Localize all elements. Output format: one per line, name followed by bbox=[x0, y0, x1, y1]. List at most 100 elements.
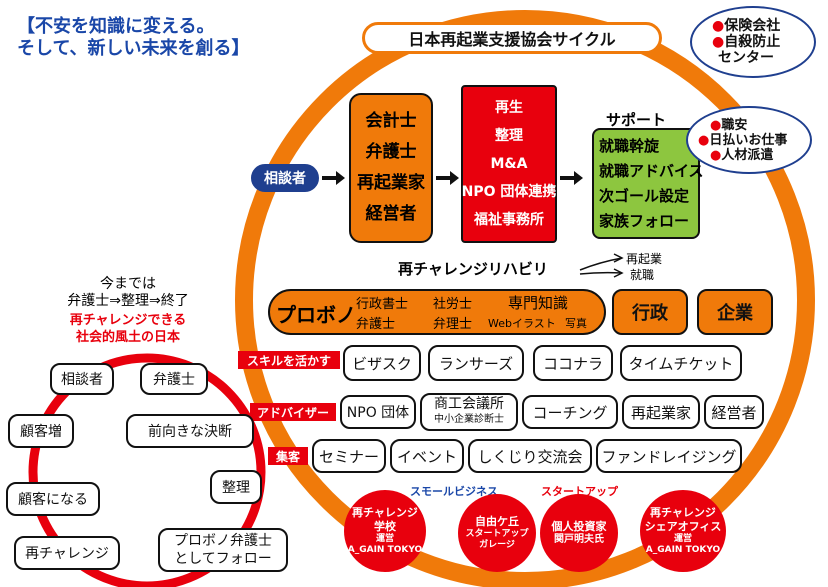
circle-line: 運営 bbox=[673, 533, 692, 544]
angel-investor-circle: 個人投資家 関戸明夫氏 bbox=[540, 494, 618, 572]
shukyaku-fundraising: ファンドレイジング bbox=[596, 439, 742, 473]
left-text-line2: 弁護士⇒整理⇒終了 bbox=[67, 293, 189, 309]
service-item: M&A bbox=[490, 156, 528, 172]
skill-visasq: ビザスク bbox=[343, 345, 421, 381]
support-item: 就職アドバイス bbox=[599, 161, 704, 180]
circle-line: シェアオフィス bbox=[644, 519, 722, 533]
circle-line: 自由ケ丘 bbox=[475, 514, 519, 528]
service-item: 福祉事務所 bbox=[474, 212, 544, 228]
advisor-label: アドバイザー bbox=[250, 403, 336, 421]
left-cycle-probono-line1: プロボノ弁護士 bbox=[174, 533, 272, 549]
shukyaku-event: イベント bbox=[390, 439, 464, 473]
advisor-npo: NPO 団体 bbox=[340, 395, 416, 429]
probono-pill: プロボノ 行政書士 社労士 専門知識 弁護士 弁理士 Webイラスト 写真 bbox=[268, 289, 606, 335]
ellipse-item: センター bbox=[718, 50, 774, 66]
support-column: 就職幹旋 就職アドバイス 次ゴール設定 家族フォロー bbox=[592, 128, 704, 239]
left-cycle-become-customer: 顧客になる bbox=[6, 482, 100, 516]
shukyaku-seminar: セミナー bbox=[312, 439, 386, 473]
cycle-title: 日本再起業支援協会サイクル bbox=[362, 22, 662, 54]
skill-coconala: ココナラ bbox=[533, 345, 613, 381]
rechallenge-out1: 再起業 bbox=[626, 252, 663, 266]
circle-line: 再チャレンジ bbox=[650, 506, 716, 519]
jobs-item: ●人材派遣 bbox=[710, 147, 774, 163]
probono-item: 弁護士 bbox=[356, 317, 396, 332]
advisor-reentrepreneur: 再起業家 bbox=[622, 395, 700, 429]
headline: 【不安を知識に変える。 そして、新しい未来を創る】 bbox=[17, 16, 250, 60]
main-cycle-ring bbox=[235, 10, 815, 587]
support-item: 次ゴール設定 bbox=[599, 186, 690, 205]
circle-line: スタートアップ bbox=[465, 528, 529, 539]
probono-item: 弁理士 bbox=[433, 317, 473, 332]
left-text-line4: 社会的風土の日本 bbox=[75, 330, 180, 345]
left-cycle-lawyer: 弁護士 bbox=[140, 363, 208, 395]
professional-item: 経営者 bbox=[365, 204, 417, 224]
advisor-executive: 経営者 bbox=[704, 395, 764, 429]
kigyo-box: 企業 bbox=[697, 289, 773, 335]
jobs-item: ●日払いお仕事 bbox=[698, 132, 788, 148]
jobs-item: ●職安 bbox=[710, 117, 748, 133]
headline-line2: そして、新しい未来を創る】 bbox=[17, 38, 250, 59]
rechallenge-arrows bbox=[579, 253, 624, 278]
probono-item: 行政書士 bbox=[356, 297, 409, 312]
jiyugaoka-garage-circle: 自由ケ丘 スタートアップ ガレージ bbox=[458, 494, 536, 572]
shukyaku-shikujiri: しくじり交流会 bbox=[468, 439, 592, 473]
circle-line: 学校 bbox=[374, 519, 396, 533]
probono-item: 写真 bbox=[565, 317, 587, 330]
advisor-chamber-sub: 中小企業診断士 bbox=[434, 414, 504, 425]
service-item: NPO 団体連携 bbox=[461, 184, 557, 200]
ellipse-item: ●保険会社 bbox=[712, 18, 781, 34]
left-cycle-ring bbox=[28, 353, 266, 587]
jobs-ellipse: ●職安 ●日払いお仕事 ●人材派遣 bbox=[686, 106, 812, 174]
probono-item: 社労士 bbox=[433, 297, 473, 312]
gyosei-box: 行政 bbox=[612, 289, 688, 335]
left-cycle-probono-lawyer: プロボノ弁護士 としてフォロー bbox=[158, 528, 288, 572]
skill-timeticket: タイムチケット bbox=[620, 345, 742, 381]
headline-line1: 【不安を知識に変える。 bbox=[17, 16, 215, 37]
rechallenge-school-circle: 再チャレンジ 学校 運営 A_GAIN TOKYO bbox=[344, 490, 426, 572]
left-cycle-probono-line2: としてフォロー bbox=[174, 551, 272, 567]
circle-line: ガレージ bbox=[479, 539, 515, 550]
rechallenge-out2: 就職 bbox=[630, 268, 655, 282]
circle-line: 運営 bbox=[375, 533, 394, 544]
ellipse-item: ●自殺防止 bbox=[712, 34, 781, 50]
advisor-coaching: コーチング bbox=[522, 395, 618, 429]
professional-item: 会計士 bbox=[365, 111, 417, 131]
circle-line: 再チャレンジ bbox=[352, 506, 418, 519]
startup-label: スタートアップ bbox=[541, 485, 618, 498]
circle-line: A_GAIN TOKYO bbox=[645, 544, 721, 555]
circle-line: A_GAIN TOKYO bbox=[347, 544, 423, 555]
skills-label: スキルを活かす bbox=[238, 351, 340, 369]
professionals-column: 会計士 弁護士 再起業家 経営者 bbox=[349, 93, 433, 243]
left-text-line1: 今までは bbox=[100, 276, 156, 292]
consult-button[interactable]: 相談者 bbox=[251, 164, 319, 192]
left-cycle-consultant: 相談者 bbox=[50, 363, 114, 395]
flow-arrows bbox=[322, 171, 583, 185]
circle-line: 個人投資家 bbox=[551, 519, 607, 533]
probono-item: 専門知識 bbox=[508, 294, 569, 312]
skill-lancers: ランサーズ bbox=[428, 345, 524, 381]
services-column: 再生 整理 M&A NPO 団体連携 福祉事務所 bbox=[461, 85, 557, 243]
left-cycle-seiri: 整理 bbox=[210, 470, 262, 504]
probono-item: Webイラスト bbox=[488, 317, 556, 330]
shukyaku-label: 集客 bbox=[268, 447, 308, 465]
professional-item: 再起業家 bbox=[357, 173, 425, 193]
left-cycle-decision: 前向きな決断 bbox=[126, 414, 254, 448]
left-cycle-customer-increase: 顧客増 bbox=[8, 414, 74, 448]
advisor-chamber: 商工会議所 中小企業診断士 bbox=[420, 393, 518, 431]
probono-label: プロボノ bbox=[276, 303, 356, 327]
support-heading: サポート bbox=[606, 111, 667, 129]
support-item: 就職幹旋 bbox=[599, 136, 660, 155]
insurance-ellipse: ●保険会社 ●自殺防止 センター bbox=[690, 6, 816, 78]
support-item: 家族フォロー bbox=[599, 211, 690, 230]
professional-item: 弁護士 bbox=[365, 142, 417, 162]
service-item: 整理 bbox=[495, 128, 523, 144]
service-item: 再生 bbox=[495, 100, 523, 116]
small-biz-label: スモールビジネス bbox=[410, 485, 498, 498]
left-cycle-rechallenge: 再チャレンジ bbox=[14, 536, 120, 570]
rechallenge-title: 再チャレンジリハビリ bbox=[398, 260, 548, 278]
share-office-circle: 再チャレンジ シェアオフィス 運営 A_GAIN TOKYO bbox=[640, 490, 726, 572]
left-text-line3: 再チャレンジできる bbox=[69, 313, 187, 328]
circle-line: 関戸明夫氏 bbox=[554, 533, 604, 545]
left-text: 今までは 弁護士⇒整理⇒終了 再チャレンジできる 社会的風土の日本 bbox=[30, 276, 226, 346]
